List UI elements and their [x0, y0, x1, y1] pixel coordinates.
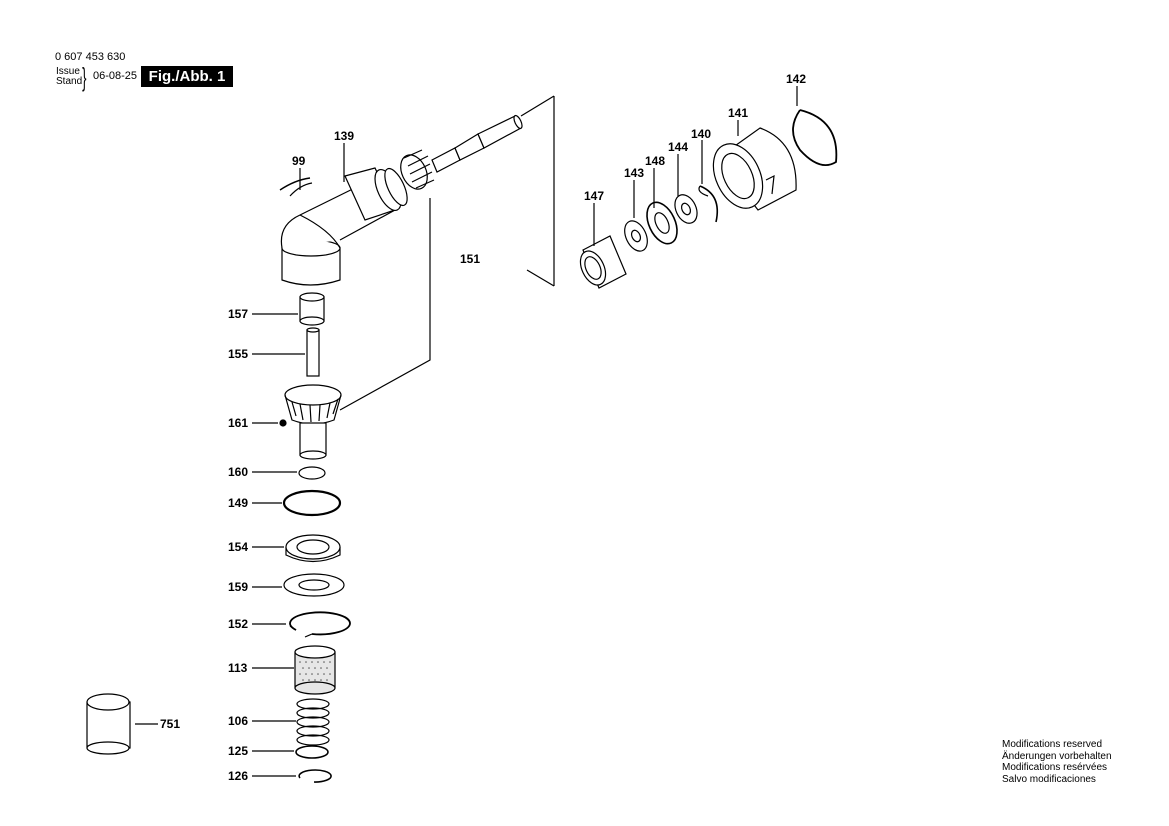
figure-label: Fig./Abb. 1	[141, 66, 233, 87]
label-155: 155	[228, 347, 248, 361]
note-line: Änderungen vorbehalten	[1002, 750, 1112, 762]
needle-bearing	[579, 235, 627, 289]
label-151: 151	[460, 252, 480, 266]
lock-nut	[712, 127, 797, 211]
label-99: 99	[292, 154, 306, 168]
label-141: 141	[728, 106, 748, 120]
label-161: 161	[228, 416, 248, 430]
label-139: 139	[334, 129, 354, 143]
part-number: 0 607 453 630	[55, 51, 126, 63]
label-140: 140	[691, 127, 711, 141]
note-line: Salvo modificaciones	[1002, 773, 1096, 785]
label-126: 126	[228, 769, 248, 783]
stand-label: Stand	[56, 76, 83, 87]
note-line: Modifications resérvées	[1002, 762, 1108, 773]
label-159: 159	[228, 580, 248, 594]
label-152: 152	[228, 617, 248, 631]
spring	[296, 698, 330, 746]
knurl-texture	[299, 661, 331, 681]
label-160: 160	[228, 465, 248, 479]
brace-glyph: }	[82, 62, 87, 92]
note-line: Modifications reserved	[1002, 739, 1103, 750]
knurled-nut	[294, 645, 336, 695]
ball-bearing	[285, 534, 341, 563]
label-149: 149	[228, 496, 248, 510]
label-113: 113	[228, 661, 248, 675]
sleeve-751	[86, 693, 131, 755]
label-125: 125	[228, 744, 248, 758]
label-106: 106	[228, 714, 248, 728]
label-147: 147	[584, 189, 604, 203]
label-751: 751	[160, 717, 180, 731]
label-144: 144	[668, 140, 688, 154]
label-154: 154	[228, 540, 248, 554]
label-157: 157	[228, 307, 248, 321]
angle-head-housing	[280, 167, 408, 286]
bevel-gear	[284, 384, 342, 460]
pinion-shaft	[400, 114, 523, 190]
issue-date: 06-08-25	[93, 70, 138, 82]
modifications-note: Modifications reserved Änderungen vorbeh…	[1002, 739, 1112, 785]
label-142: 142	[786, 72, 806, 86]
label-148: 148	[645, 154, 665, 168]
label-143: 143	[624, 166, 644, 180]
issue-label: Issue	[56, 66, 80, 77]
